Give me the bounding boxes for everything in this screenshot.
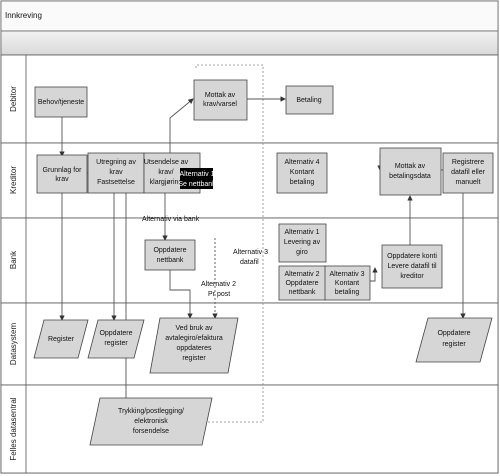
svg-text:elektronisk: elektronisk xyxy=(134,418,168,425)
svg-text:Register: Register xyxy=(48,336,75,343)
node-trykking: Trykking/postlegging/ elektronisk forsen… xyxy=(89,397,213,446)
dotted-loop xyxy=(195,64,264,423)
node-mottak-betaling: Mottak av betalingsdata xyxy=(379,147,442,196)
lane-label-datasystem: Datasystem xyxy=(9,323,18,366)
header-band xyxy=(0,30,499,56)
svg-text:Utsendelse av: Utsendelse av xyxy=(144,159,189,166)
lane-label-bank: Bank xyxy=(9,250,18,269)
node-utregning: Utregning av krav Fastsettelse xyxy=(87,152,145,194)
svg-text:manuelt: manuelt xyxy=(456,179,481,186)
node-alt3-kontant: Alternativ 3 Kontant betaling xyxy=(324,265,371,301)
svg-text:nettbank: nettbank xyxy=(157,257,184,264)
svg-text:klargjøring: klargjøring xyxy=(150,179,183,186)
node-grunnlag: Grunnlag for krav xyxy=(36,154,88,194)
svg-text:betaling: betaling xyxy=(335,289,360,296)
svg-text:Ved bruk av: Ved bruk av xyxy=(176,325,213,332)
lane-felles xyxy=(0,384,499,474)
svg-text:Registrere: Registrere xyxy=(452,159,484,166)
svg-text:Alternativ 4: Alternativ 4 xyxy=(284,159,319,166)
svg-text:krav/: krav/ xyxy=(158,169,173,176)
annotation-alt2-post-1: Alternativ 2 xyxy=(201,281,236,288)
node-oppdatere-konti: Oppdatere konti Levere datafil til kredi… xyxy=(381,244,443,289)
svg-text:Fastsettelse: Fastsettelse xyxy=(97,179,135,186)
title-bar xyxy=(0,0,499,32)
svg-text:avtalegiro/efaktura: avtalegiro/efaktura xyxy=(165,335,223,342)
svg-text:Oppdatere: Oppdatere xyxy=(285,280,318,287)
annotation-alt3-datafil-2: datafil xyxy=(240,259,259,266)
svg-text:Alternativ 1: Alternativ 1 xyxy=(284,229,319,236)
svg-text:forsendelse: forsendelse xyxy=(133,428,169,435)
node-register: Register xyxy=(33,319,89,359)
lane-datasystem xyxy=(0,302,499,386)
node-mottak-krav: Mottak av krav/varsel xyxy=(193,79,248,121)
svg-text:register: register xyxy=(442,341,466,348)
node-betaling: Betaling xyxy=(285,85,334,115)
svg-text:Utregning av: Utregning av xyxy=(96,159,136,166)
svg-text:Trykking/postlegging/: Trykking/postlegging/ xyxy=(118,408,184,415)
svg-text:Alternativ 2: Alternativ 2 xyxy=(284,271,319,278)
svg-text:Kontant: Kontant xyxy=(290,169,314,176)
svg-text:register: register xyxy=(104,340,128,347)
svg-text:Levering av: Levering av xyxy=(284,239,321,246)
svg-text:register: register xyxy=(182,355,206,362)
svg-text:Alternativ 1: Alternativ 1 xyxy=(179,171,214,178)
lane-label-felles: Felles datasentral xyxy=(9,397,18,460)
lane-label-debitor: Debitor xyxy=(9,86,18,112)
node-oppdatere-register-2: Oppdatere register xyxy=(415,317,493,363)
svg-text:datafil eller: datafil eller xyxy=(451,169,486,176)
svg-text:Mottak av: Mottak av xyxy=(395,163,426,170)
badge-alt1-nettbank: Alternativ 1 Se nettbank xyxy=(178,168,216,189)
svg-text:kreditor: kreditor xyxy=(400,273,424,280)
svg-text:Betaling: Betaling xyxy=(296,97,321,104)
node-oppdatere-register-1: Oppdatere register xyxy=(87,319,145,359)
node-ved-bruk: Ved bruk av avtalegiro/efaktura oppdater… xyxy=(149,317,239,374)
lane-label-kreditor: Kreditor xyxy=(9,166,18,194)
svg-text:Behov/tjeneste: Behov/tjeneste xyxy=(38,99,84,106)
node-registrere: Registrere datafil eller manuelt xyxy=(442,152,494,194)
annotation-alt3-datafil-1: Alternativ 3 xyxy=(233,249,268,256)
node-alt1-giro: Alternativ 1 Levering av giro xyxy=(278,223,327,263)
node-alt2-nettbank: Alternativ 2 Oppdatere nettbank xyxy=(278,265,327,301)
svg-text:oppdateres: oppdateres xyxy=(176,345,212,352)
svg-text:Mottak av: Mottak av xyxy=(205,92,236,99)
svg-text:betaling: betaling xyxy=(290,179,315,186)
svg-text:Kontant: Kontant xyxy=(335,280,359,287)
node-alt4-kontant: Alternativ 4 Kontant betaling xyxy=(276,152,328,194)
annotation-alt-via-bank: Alternativ via bank xyxy=(142,216,200,223)
svg-text:Oppdatere: Oppdatere xyxy=(99,330,132,337)
svg-text:nettbank: nettbank xyxy=(289,289,316,296)
svg-text:Oppdatere konti: Oppdatere konti xyxy=(387,253,437,260)
node-behov: Behov/tjeneste xyxy=(34,86,88,118)
diagram-title: Innkreving xyxy=(5,11,42,20)
annotation-alt2-post-2: Pr post xyxy=(208,291,230,298)
svg-text:Oppdatere: Oppdatere xyxy=(437,330,470,337)
svg-text:Oppdatere: Oppdatere xyxy=(153,247,186,254)
svg-text:giro: giro xyxy=(296,249,308,256)
svg-text:krav: krav xyxy=(55,176,69,183)
svg-text:krav: krav xyxy=(109,169,123,176)
node-oppdatere-nettbank: Oppdatere nettbank xyxy=(144,239,196,271)
svg-text:krav/varsel: krav/varsel xyxy=(203,101,237,108)
svg-text:Grunnlag for: Grunnlag for xyxy=(43,167,83,174)
svg-text:Alternativ 3: Alternativ 3 xyxy=(329,271,364,278)
svg-text:betalingsdata: betalingsdata xyxy=(389,173,431,180)
svg-text:Se nettbank: Se nettbank xyxy=(178,181,216,188)
svg-text:Levere datafil til: Levere datafil til xyxy=(387,263,436,270)
